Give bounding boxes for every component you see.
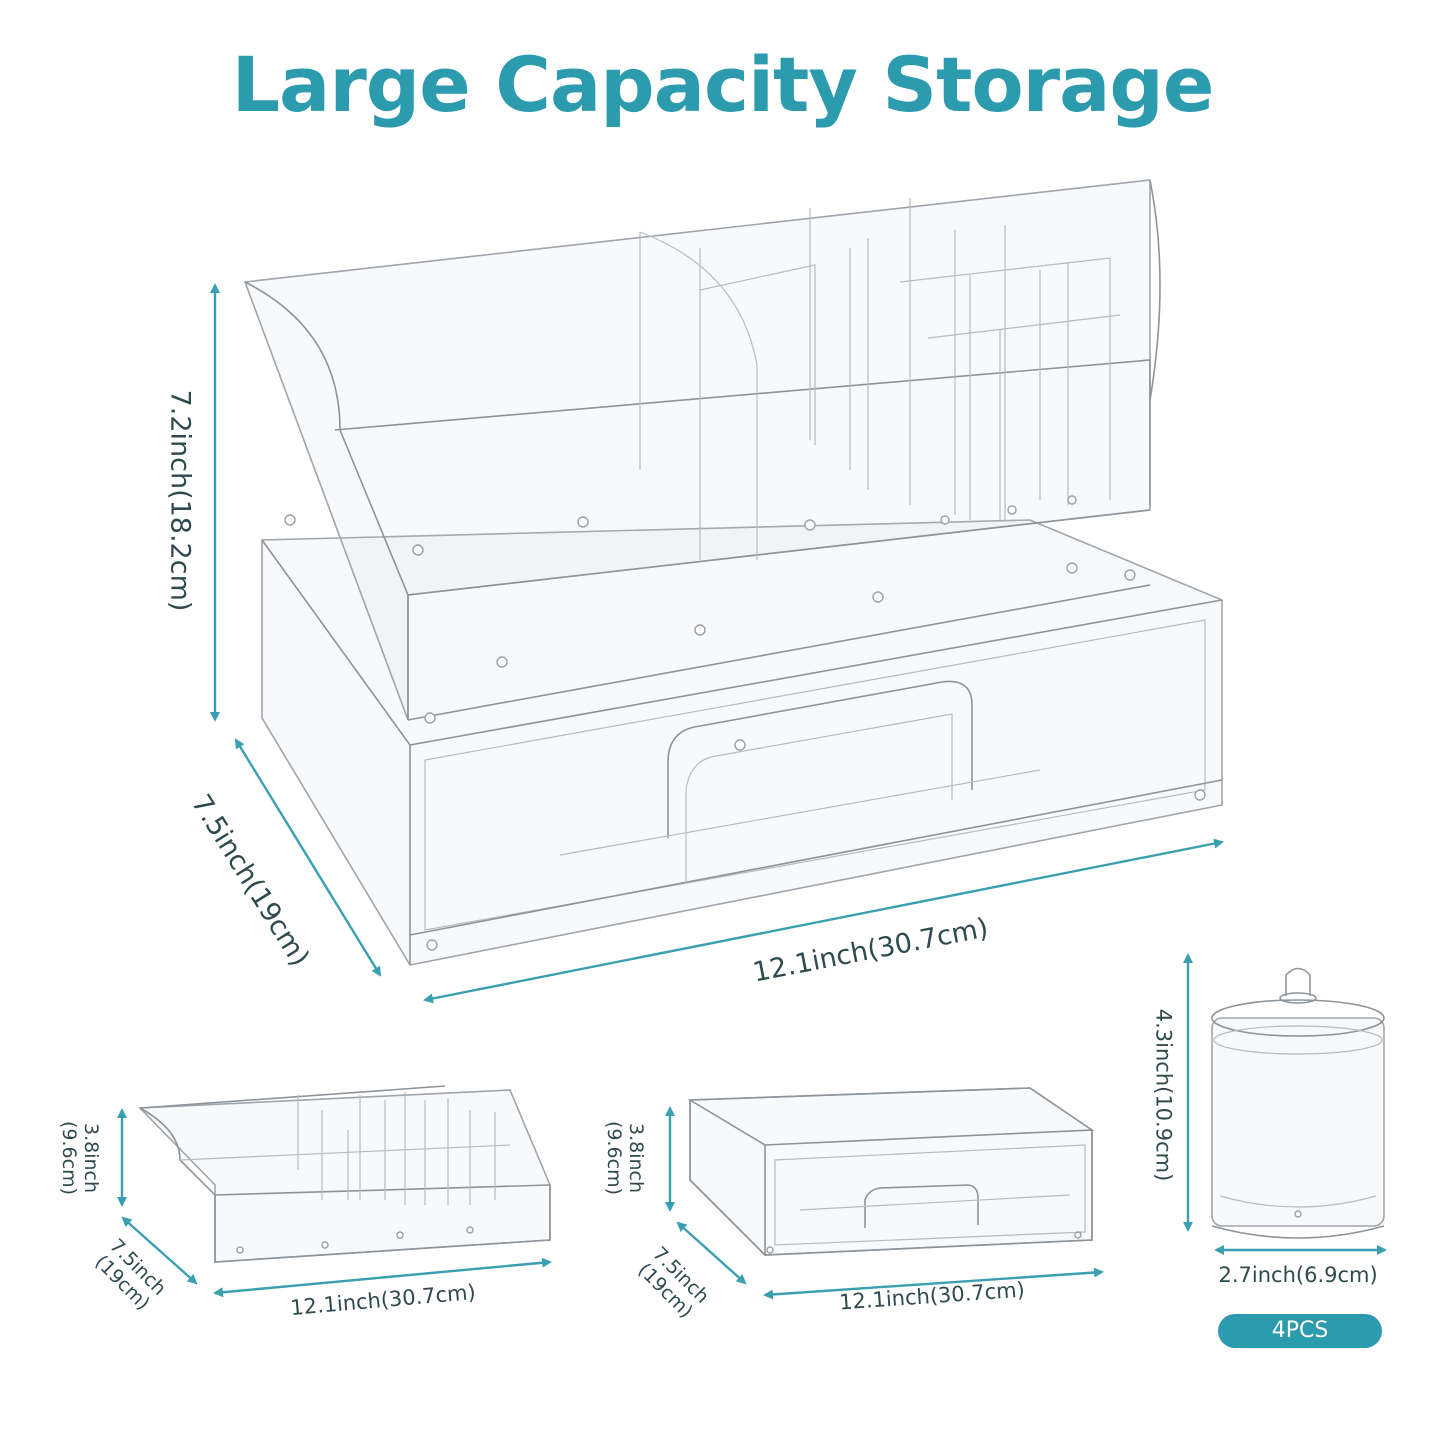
drawer-unit-illustration (687, 1087, 1095, 1256)
organizer-height-label: 3.8inch (9.6cm) (58, 1121, 102, 1195)
main-organizer-illustration (243, 179, 1223, 966)
top-organizer-illustration (138, 1085, 551, 1263)
quantity-badge: 4PCS (1218, 1314, 1382, 1348)
main-height-label: 7.2inch(18.2cm) (164, 389, 196, 611)
organizer-height-line2: (9.6cm) (58, 1121, 80, 1195)
page-title: Large Capacity Storage (231, 40, 1215, 129)
drawer-height-line1: 3.8inch (625, 1122, 647, 1194)
jar-width-label: 2.7inch(6.9cm) (1218, 1263, 1378, 1287)
organizer-height-line1: 3.8inch (80, 1122, 102, 1194)
drawer-height-label: 3.8inch (9.6cm) (603, 1121, 647, 1195)
drawer-height-line2: (9.6cm) (603, 1121, 625, 1195)
jar-illustration (1211, 967, 1385, 1239)
jar-height-label: 4.3inch(10.9cm) (1150, 1008, 1175, 1182)
